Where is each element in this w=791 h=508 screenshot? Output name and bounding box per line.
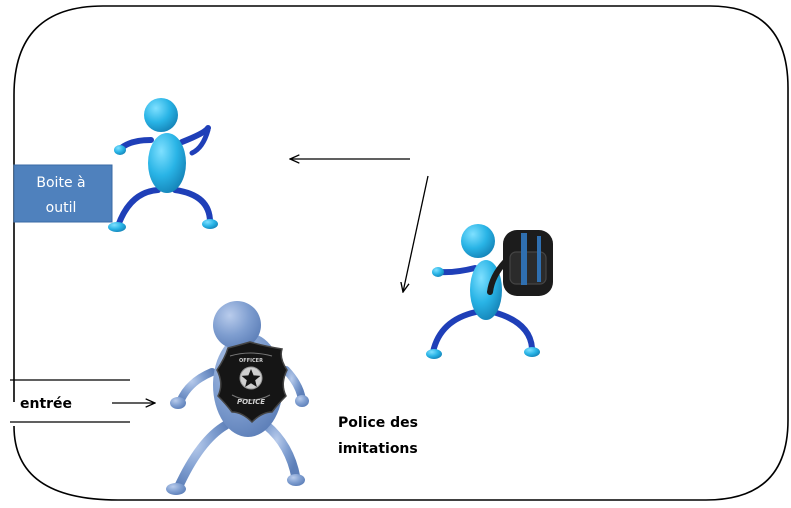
arrow-down-to-backpack-figure (403, 176, 428, 292)
toolbox-label-line1: Boite à (36, 175, 85, 191)
toolbox-label-line2: outil (46, 200, 77, 216)
police-caption-line2: imitations (338, 441, 418, 457)
police-figure-icon: OFFICER POLICE (166, 301, 309, 495)
toolbox-box: Boite à outil (14, 165, 112, 222)
person-figure-icon (108, 98, 218, 232)
person-with-backpack-figure-icon (426, 224, 553, 359)
entry-label: entrée (20, 396, 72, 412)
badge-bottom-text: POLICE (237, 398, 265, 406)
badge-top-text: OFFICER (239, 358, 263, 364)
police-caption-line1: Police des (338, 415, 418, 431)
